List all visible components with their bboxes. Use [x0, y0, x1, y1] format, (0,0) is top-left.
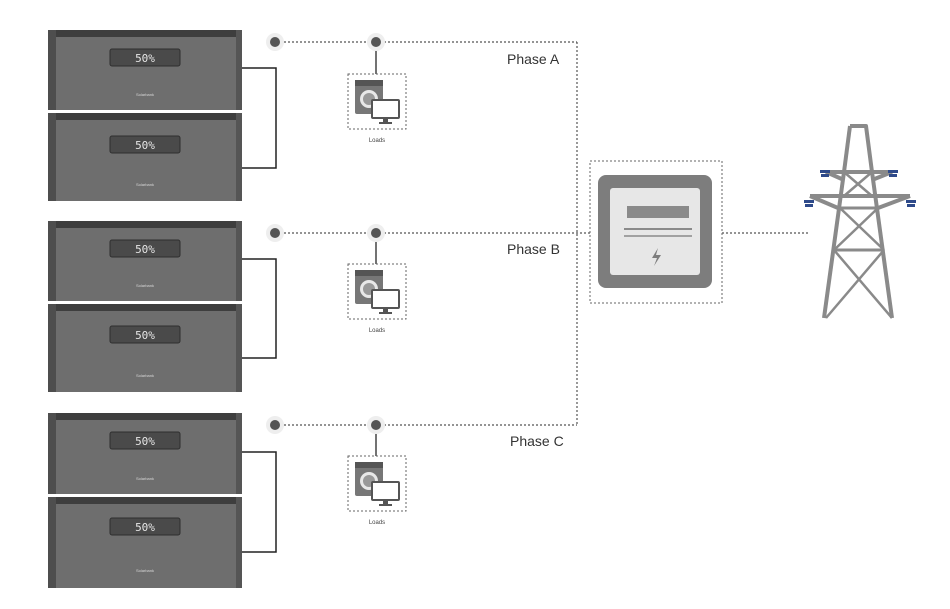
nodes [266, 33, 385, 434]
battery-soc: 50% [135, 521, 155, 534]
electric-meter-icon [589, 160, 723, 304]
battery-display [109, 135, 181, 154]
loads-box [347, 73, 407, 130]
lightning-icon [652, 248, 661, 266]
monitor-icon [371, 289, 400, 314]
loads-label: Loads [369, 520, 385, 526]
battery-stack-phase-b: 50% Solarbank 50% Solarbank [48, 221, 277, 392]
battery-brand: Solarbank [136, 182, 154, 187]
loads-phase-c: Loads [347, 455, 407, 526]
battery-link-cable [242, 258, 277, 359]
insulators [804, 170, 916, 207]
node-c2 [367, 416, 385, 434]
battery-unit: 50% Solarbank [48, 413, 242, 494]
wiring [284, 41, 808, 426]
battery-brand: Solarbank [136, 568, 154, 573]
meter-box [589, 160, 723, 304]
battery-link-cable [242, 451, 277, 553]
battery-display [109, 517, 181, 536]
node-a2 [367, 33, 385, 51]
battery-link-cable [242, 67, 277, 169]
loads-label: Loads [369, 138, 385, 144]
monitor-icon [371, 481, 400, 506]
loads-label: Loads [369, 328, 385, 334]
node-a1 [266, 33, 284, 51]
battery-soc: 50% [135, 139, 155, 152]
battery-stack-phase-a: 50% Solarbank 50% Solarbank [48, 30, 277, 201]
battery-brand: Solarbank [136, 373, 154, 378]
battery-soc: 50% [135, 435, 155, 448]
loads-box [347, 263, 407, 320]
battery-unit: 50% Solarbank [48, 30, 242, 110]
loads-phase-b: Loads [347, 263, 407, 334]
battery-brand: Solarbank [136, 283, 154, 288]
battery-display [109, 325, 181, 344]
battery-soc: 50% [135, 243, 155, 256]
monitor-icon [371, 99, 400, 124]
transmission-tower-icon [804, 124, 916, 319]
node-b2 [367, 224, 385, 242]
battery-unit: 50% Solarbank [48, 113, 242, 201]
node-b1 [266, 224, 284, 242]
battery-unit: 50% Solarbank [48, 221, 242, 301]
battery-unit: 50% Solarbank [48, 497, 242, 588]
phase-c-label: Phase C [510, 433, 564, 449]
battery-display [109, 48, 181, 67]
battery-unit: 50% Solarbank [48, 304, 242, 392]
loads-phase-a: Loads [347, 73, 407, 144]
battery-display [109, 431, 181, 450]
battery-brand: Solarbank [136, 92, 154, 97]
battery-display [109, 239, 181, 258]
battery-soc: 50% [135, 52, 155, 65]
phase-b-label: Phase B [507, 241, 560, 257]
phase-a-label: Phase A [507, 51, 560, 67]
battery-stack-phase-c: 50% Solarbank 50% Solarbank [48, 413, 277, 588]
loads-box [347, 455, 407, 512]
node-c1 [266, 416, 284, 434]
battery-brand: Solarbank [136, 476, 154, 481]
battery-soc: 50% [135, 329, 155, 342]
